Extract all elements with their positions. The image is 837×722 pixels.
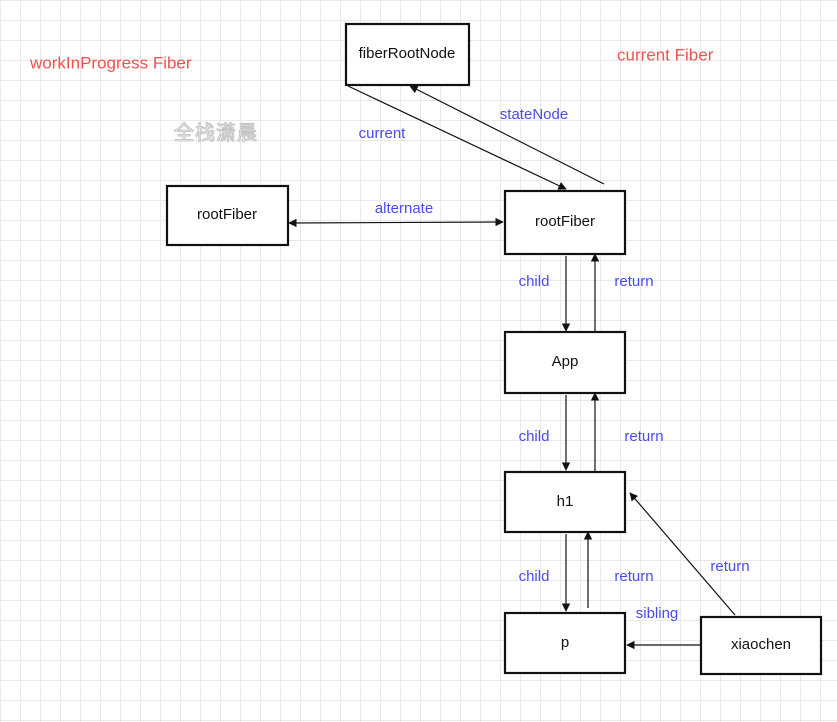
edge-label-current: current bbox=[359, 125, 407, 142]
node-label: App bbox=[552, 353, 579, 370]
edge-label-child: child bbox=[519, 568, 550, 585]
current-edge bbox=[347, 85, 567, 190]
node-h1: h1 bbox=[503, 470, 627, 534]
edge-label-state-node: stateNode bbox=[500, 106, 568, 123]
node-label: h1 bbox=[557, 493, 574, 510]
watermark-text: 全栈潇晨 bbox=[174, 121, 258, 145]
edge-label-return: return bbox=[710, 558, 749, 575]
edge-label-child: child bbox=[519, 273, 550, 290]
edge-label-return: return bbox=[614, 568, 653, 585]
node-label: fiberRootNode bbox=[359, 45, 456, 62]
node-wip-root-fiber: rootFiber bbox=[165, 184, 290, 247]
edge-label-child: child bbox=[519, 428, 550, 445]
edge-label-return: return bbox=[614, 273, 653, 290]
return-edge-xiaochen-h1 bbox=[629, 492, 736, 616]
node-p: p bbox=[503, 611, 627, 675]
node-label: rootFiber bbox=[535, 213, 595, 230]
edge-label-alternate: alternate bbox=[375, 200, 433, 217]
work-in-progress-title: workInProgress Fiber bbox=[29, 53, 192, 72]
edge-label-return: return bbox=[624, 428, 663, 445]
node-label: p bbox=[561, 634, 569, 651]
current-fiber-title: current Fiber bbox=[617, 45, 714, 64]
alternate-edge bbox=[288, 217, 504, 228]
state-node-edge bbox=[409, 85, 605, 185]
node-label: xiaochen bbox=[731, 636, 791, 653]
node-fiber-root: fiberRootNode bbox=[344, 22, 471, 87]
node-current-root-fiber: rootFiber bbox=[503, 189, 627, 256]
edge-label-sibling: sibling bbox=[636, 605, 679, 622]
node-label: rootFiber bbox=[197, 206, 257, 223]
node-xiaochen: xiaochen bbox=[699, 615, 823, 676]
node-app: App bbox=[503, 330, 627, 395]
